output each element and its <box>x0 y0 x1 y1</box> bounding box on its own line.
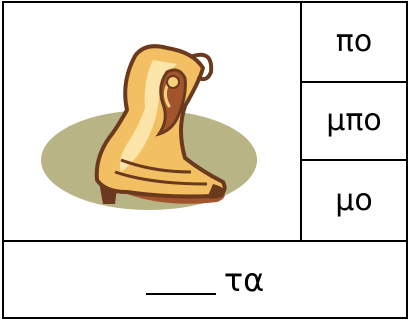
divider <box>4 240 406 242</box>
option-po[interactable]: πο <box>302 3 406 81</box>
word-row: τα <box>4 242 406 317</box>
answer-blank[interactable] <box>145 265 216 295</box>
option-mo[interactable]: μο <box>302 161 406 240</box>
boot-icon <box>41 43 257 210</box>
syllable-options: πο μπο μο <box>302 3 406 240</box>
syllable-card: πο μπο μο τα <box>2 1 408 319</box>
divider <box>302 81 406 83</box>
option-label: μπο <box>326 103 382 138</box>
divider <box>302 159 406 161</box>
option-mpo[interactable]: μπο <box>302 83 406 159</box>
picture-cell <box>4 3 302 240</box>
option-label: μο <box>335 182 373 218</box>
option-label: πο <box>335 24 373 59</box>
word-suffix: τα <box>223 260 265 299</box>
